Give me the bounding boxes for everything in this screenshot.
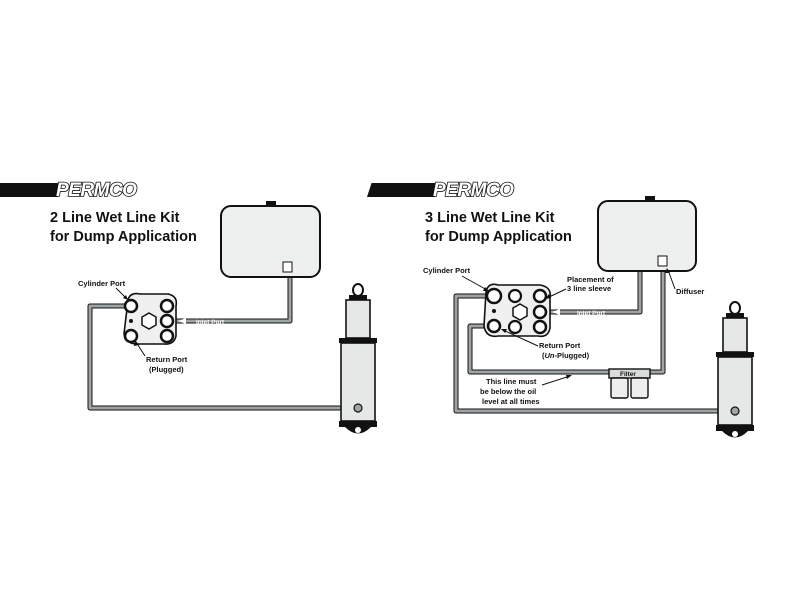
left-label-return-port: Return Port [146,355,188,364]
left-tank-fitting [282,261,293,273]
right-port-bottom-right [532,319,548,335]
right-port-top-right [532,288,548,304]
right-label-return-port-state: (Un-Plugged) [542,351,590,360]
left-reservoir-tank [220,201,321,278]
right-return-port [486,318,502,334]
right-label-filter: Filter [620,371,636,378]
right-diagram: PERMCO 3 Line Wet Line Kit for Dump Appl… [366,179,754,438]
right-logo-text: PERMCO [433,180,514,201]
left-return-port [123,328,139,344]
right-return-line [467,263,666,375]
left-pump-shaft-hex [141,312,157,330]
right-reservoir-tank [597,196,697,272]
left-logo-underline [0,183,63,197]
left-logo-text: PERMCO [56,180,137,201]
left-cylinder-port-fitting [353,403,363,413]
right-pump [483,283,552,338]
right-inlet-port [532,304,548,320]
left-label-cylinder-port: Cylinder Port [78,279,126,288]
right-filter-canister-2 [630,377,649,399]
right-port-bottom-middle [507,319,523,335]
right-cylinder-port [485,287,503,305]
right-hydraulic-cylinder [716,301,754,438]
left-port-top-right [159,298,175,314]
right-title-line2: for Dump Application [425,229,572,245]
right-pump-shaft-hex [512,303,528,321]
right-filter-canister-1 [610,377,629,399]
left-diagram: PERMCO 2 Line Wet Line Kit for Dump Appl… [0,179,377,434]
left-title-line2: for Dump Application [50,229,197,245]
right-label-note-line3: level at all times [482,397,540,406]
right-pressure-line [453,293,735,414]
right-cylinder-eye-top [729,301,741,315]
left-bolt-hole [129,319,133,323]
right-label-cylinder-port: Cylinder Port [423,266,471,275]
left-label-inlet-port: Inlet Port [196,319,225,326]
right-cylinder-port-fitting [730,406,740,416]
right-inlet-line [546,256,643,315]
left-inlet-port [159,313,175,329]
right-label-inlet-port: Inlet Port [577,310,606,317]
right-port-top-middle [507,288,523,304]
left-cylinder-port [123,298,139,314]
right-label-diffuser: Diffuser [676,287,704,296]
right-label-placement-line1: Placement of [567,275,614,284]
left-hydraulic-cylinder [339,283,377,434]
right-tank-cap [645,196,655,203]
left-pump [123,292,178,345]
right-bolt-hole [492,309,496,313]
left-label-return-port-state: (Plugged) [149,365,184,374]
right-label-note-line2: be below the oil [480,387,536,396]
right-permco-logo: PERMCO [366,179,515,202]
right-filter: Filter [608,368,651,399]
right-label-return-port: Return Port [539,341,581,350]
left-pressure-line [87,303,358,411]
left-permco-logo: PERMCO [0,179,138,202]
left-tank-cap [266,201,276,208]
right-logo-underline [366,183,440,197]
right-title-line1: 3 Line Wet Line Kit [425,210,555,226]
right-tank-diffuser [657,255,668,267]
left-title-line1: 2 Line Wet Line Kit [50,210,180,226]
left-inlet-line [168,276,293,324]
left-cylinder-eye-top [352,283,364,297]
left-port-bottom-right [159,328,175,344]
right-label-placement-line2: 3 line sleeve [567,284,611,293]
right-label-note-line1: This line must [486,377,537,386]
